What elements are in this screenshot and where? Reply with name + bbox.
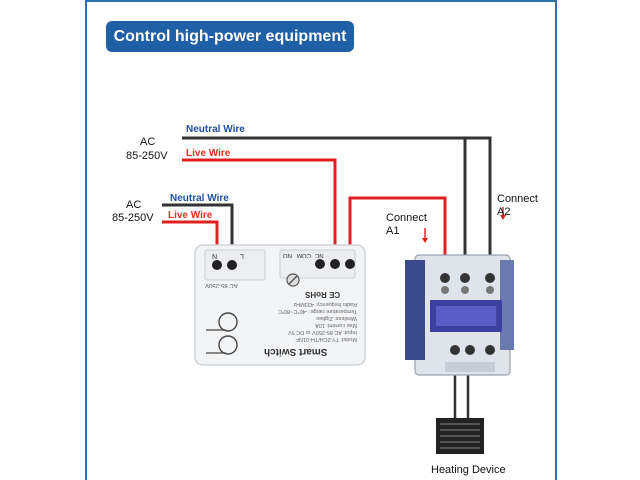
live-wire-bottom-label: Live Wire (168, 210, 213, 221)
switch-spec-line: Max current: 10A (315, 322, 357, 328)
terminal-com (330, 259, 340, 269)
source-top-range-label: 85-250V (126, 150, 168, 162)
smart-switch-module (194, 244, 366, 366)
neutral-wire-top (182, 136, 492, 270)
contactor (405, 254, 514, 376)
switch-input-terminal-l: L (240, 252, 244, 259)
switch-spec-line: Radio frequency: 433MHz (293, 301, 357, 307)
live-wire-top (182, 158, 337, 262)
frame-top-border (85, 0, 557, 2)
frame-right-border (555, 0, 557, 480)
neutral-wire-bottom-label: Neutral Wire (170, 193, 229, 204)
switch-input-label: AC 85-250V (205, 282, 238, 288)
connect-a1-arrow (422, 228, 428, 243)
source-top-ac-label: AC (140, 136, 156, 148)
switch-output-wire (348, 196, 447, 270)
connect-a2-label: Connect A2 (497, 193, 538, 218)
connect-a2-arrow (500, 207, 506, 220)
switch-name: Smart Switch (264, 346, 328, 357)
terminal-n (227, 260, 237, 270)
heating-device-label: Heating Device (431, 464, 506, 476)
switch-spec-list: Model: TY-2CH/TH-01NF Input: AC 85-250V … (262, 300, 357, 342)
terminal-nc (345, 259, 355, 269)
connect-a1-label: Connect A1 (386, 212, 427, 237)
switch-spec-line: Input: AC 85-250V or DC 5V (287, 329, 357, 335)
neutral-wire-top-label: Neutral Wire (186, 124, 245, 135)
switch-spec-line: Model: TY-2CH/TH-01NF (295, 336, 357, 342)
switch-spec-line: Temperature range: -40°C~80°C (277, 308, 357, 314)
heating-device-icon (436, 418, 484, 454)
live-wire-top-label: Live Wire (186, 148, 231, 159)
source-bottom-ac-label: AC (126, 199, 142, 211)
terminal-no (315, 259, 325, 269)
frame-left-border (85, 0, 87, 480)
switch-input-terminal-n: N (212, 252, 218, 259)
switch-spec-line: Wireless: Zigbee (316, 315, 357, 321)
page-title: Control high-power equipment (106, 21, 354, 52)
switch-certifications: CE RoHS (305, 290, 341, 299)
switch-output-terminal-no: NO (283, 252, 292, 258)
switch-output-terminal-nc: NC (315, 252, 324, 258)
switch-output-terminal-com: COM (297, 252, 311, 258)
button-icons (206, 312, 238, 355)
source-bottom-range-label: 85-250V (112, 212, 154, 224)
terminal-l (212, 260, 222, 270)
neutral-wire-bottom (162, 203, 234, 262)
